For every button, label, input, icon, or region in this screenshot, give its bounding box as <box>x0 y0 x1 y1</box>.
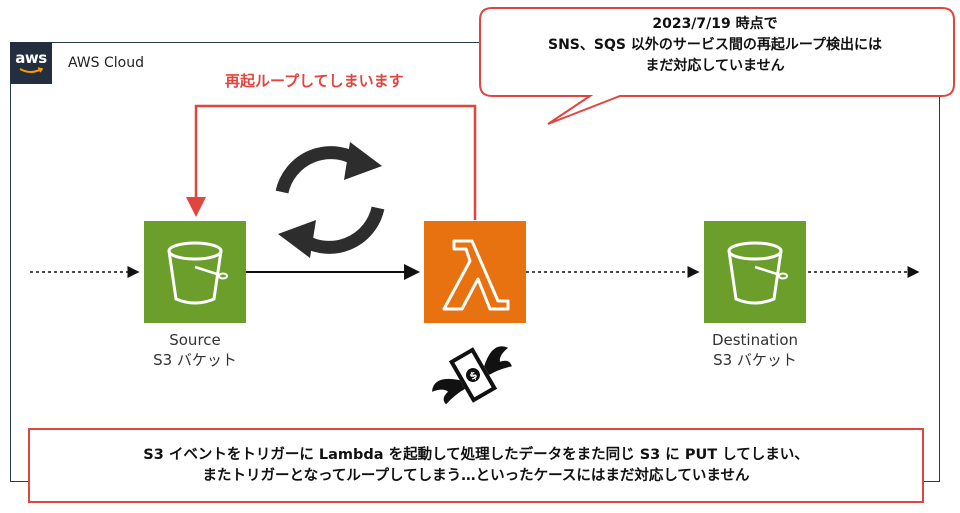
callout-line-1: 2023/7/19 時点で <box>652 16 778 32</box>
source-s3-bucket-node <box>144 221 246 323</box>
aws-cloud-label: AWS Cloud <box>68 55 144 71</box>
source-caption-line-1: Source <box>169 331 221 349</box>
source-caption: Source S3 バケット <box>115 330 275 370</box>
callout-line-3: まだ対応していません <box>645 58 785 74</box>
callout-line-2: SNS、SQS 以外のサービス間の再起ループ検出には <box>548 37 882 53</box>
destination-s3-bucket-node <box>704 221 806 323</box>
loop-warning-label: 再起ループしてしまいます <box>225 72 404 90</box>
loop-back-arrow <box>186 104 477 220</box>
aws-logo: aws <box>10 42 52 84</box>
callout-bubble <box>479 7 955 125</box>
aws-logo-text: aws <box>15 49 47 67</box>
destination-caption: Destination S3 バケット <box>675 330 835 370</box>
callout-note: 2023/7/19 時点で SNS、SQS 以外のサービス間の再起ループ検出には… <box>480 14 950 77</box>
s3-bucket-icon <box>727 241 788 305</box>
refresh-cycle-icon <box>275 142 385 258</box>
flying-money-icon: $ <box>431 346 512 405</box>
bottom-note-line-2: またトリガーとなってループしてしまう…といったケースにはまだ対応していません <box>202 468 750 484</box>
lambda-function-node <box>424 221 526 323</box>
bottom-note-box: S3 イベントをトリガーに Lambda を起動して処理したデータをまた同じ S… <box>28 428 924 503</box>
lambda-icon <box>442 239 510 311</box>
destination-caption-line-2: S3 バケット <box>713 351 797 369</box>
aws-smile-icon <box>19 67 43 73</box>
bottom-note-line-1: S3 イベントをトリガーに Lambda を起動して処理したデータをまた同じ S… <box>143 447 809 463</box>
svg-text:$: $ <box>468 370 480 383</box>
source-caption-line-2: S3 バケット <box>153 351 237 369</box>
s3-bucket-icon <box>167 241 228 305</box>
destination-caption-line-1: Destination <box>711 331 799 349</box>
